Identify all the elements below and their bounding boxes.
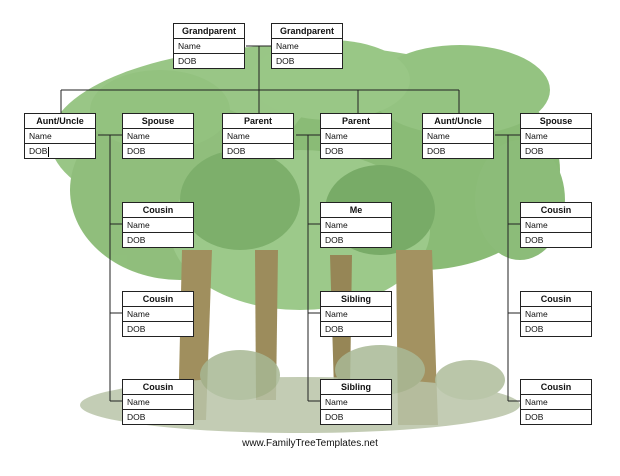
dob-field[interactable]: DOB [123,321,193,336]
card-title: Aunt/Uncle [423,114,493,129]
card-sibling-1[interactable]: Sibling Name DOB [320,291,392,337]
card-title: Cousin [123,380,193,395]
name-field[interactable]: Name [325,309,348,319]
name-field[interactable]: Name [525,397,548,407]
dob-field[interactable]: DOB [272,53,342,68]
card-aunt-uncle-1[interactable]: Aunt/Uncle Name DOB [24,113,96,159]
dob-field[interactable]: DOB [521,143,591,158]
dob-field[interactable]: DOB [321,409,391,424]
dob-field[interactable]: DOB [25,143,95,158]
card-grandparent-1[interactable]: Grandparent Name DOB [173,23,245,69]
card-title: Sibling [321,292,391,307]
card-title: Spouse [521,114,591,129]
card-title: Cousin [123,292,193,307]
card-title: Cousin [123,203,193,218]
name-field[interactable]: Name [525,309,548,319]
card-title: Grandparent [174,24,244,39]
card-sibling-2[interactable]: Sibling Name DOB [320,379,392,425]
card-title: Cousin [521,292,591,307]
card-title: Sibling [321,380,391,395]
dob-field[interactable]: DOB [321,321,391,336]
name-field[interactable]: Name [127,309,150,319]
card-title: Parent [223,114,293,129]
card-cousin-5[interactable]: Cousin Name DOB [122,379,194,425]
card-spouse-2[interactable]: Spouse Name DOB [520,113,592,159]
card-cousin-6[interactable]: Cousin Name DOB [520,379,592,425]
name-field[interactable]: Name [276,41,299,51]
dob-field[interactable]: DOB [521,409,591,424]
dob-field[interactable]: DOB [423,143,493,158]
dob-field[interactable]: DOB [174,53,244,68]
card-cousin-1[interactable]: Cousin Name DOB [122,202,194,248]
name-field[interactable]: Name [525,220,548,230]
card-title: Aunt/Uncle [25,114,95,129]
name-field[interactable]: Name [325,220,348,230]
card-me[interactable]: Me Name DOB [320,202,392,248]
name-field[interactable]: Name [127,397,150,407]
website-footer[interactable]: www.FamilyTreeTemplates.net [242,438,378,449]
card-title: Parent [321,114,391,129]
dob-field[interactable]: DOB [321,232,391,247]
dob-field[interactable]: DOB [123,143,193,158]
name-field[interactable]: Name [227,131,250,141]
name-field[interactable]: Name [525,131,548,141]
dob-field[interactable]: DOB [521,321,591,336]
name-field[interactable]: Name [427,131,450,141]
name-field[interactable]: Name [178,41,201,51]
name-field[interactable]: Name [325,397,348,407]
name-field[interactable]: Name [127,220,150,230]
name-field[interactable]: Name [127,131,150,141]
dob-field[interactable]: DOB [123,409,193,424]
card-grandparent-2[interactable]: Grandparent Name DOB [271,23,343,69]
card-title: Grandparent [272,24,342,39]
dob-field[interactable]: DOB [521,232,591,247]
card-cousin-2[interactable]: Cousin Name DOB [520,202,592,248]
dob-field[interactable]: DOB [223,143,293,158]
text-cursor [48,146,50,157]
card-cousin-4[interactable]: Cousin Name DOB [520,291,592,337]
dob-field[interactable]: DOB [321,143,391,158]
card-title: Cousin [521,203,591,218]
name-field[interactable]: Name [29,131,52,141]
card-parent-2[interactable]: Parent Name DOB [320,113,392,159]
card-title: Cousin [521,380,591,395]
connector-lines [60,45,520,402]
card-title: Spouse [123,114,193,129]
card-spouse-1[interactable]: Spouse Name DOB [122,113,194,159]
dob-text: DOB [29,146,48,156]
card-parent-1[interactable]: Parent Name DOB [222,113,294,159]
card-aunt-uncle-2[interactable]: Aunt/Uncle Name DOB [422,113,494,159]
card-cousin-3[interactable]: Cousin Name DOB [122,291,194,337]
dob-field[interactable]: DOB [123,232,193,247]
name-field[interactable]: Name [325,131,348,141]
card-title: Me [321,203,391,218]
